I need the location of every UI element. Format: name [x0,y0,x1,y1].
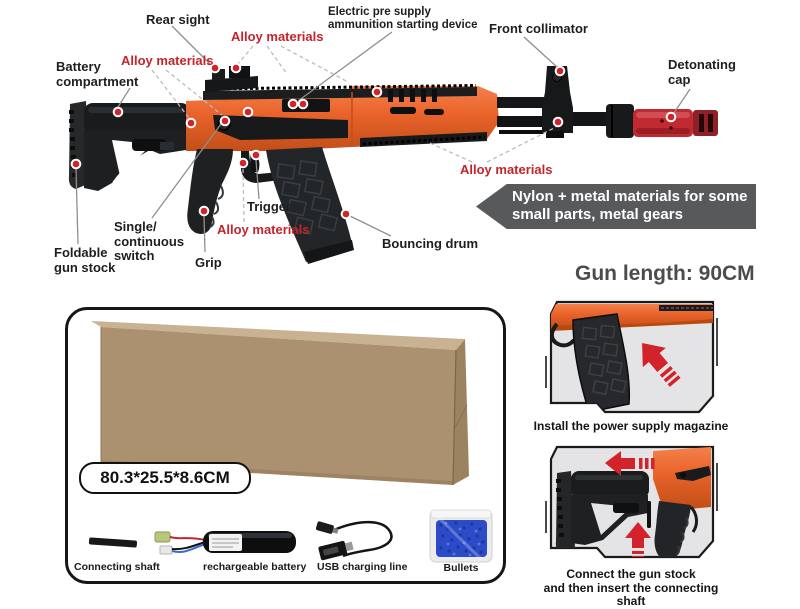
caption-connect-stock: Connect the gun stock and then insert th… [543,567,719,608]
gun-illustration [68,25,718,264]
foldable-stock-graphic [68,101,197,191]
shaft-icon [647,501,651,528]
label-switch: Single/ continuous switch [114,219,185,263]
install-arrow-icon [642,342,681,387]
label-foldable-stock: Foldable gun stock [54,245,116,275]
leader-lines-dashed [151,45,557,223]
battery-graphic [154,531,296,555]
label-alloy-materials-barrel: Alloy materials [460,162,553,177]
item-label-connecting-shaft: Connecting shaft [74,561,160,573]
connect-arrow-left-icon [605,451,655,476]
leader-lines [75,25,691,253]
label-rear-sight: Rear sight [146,12,210,27]
box-dimensions-badge: 80.3*25.5*8.6CM [79,462,251,494]
instruction-box-stock [543,445,719,565]
label-bouncing-drum: Bouncing drum [382,236,479,251]
bullets-bag-graphic [429,509,493,563]
label-electric-device: Electric pre supply ammunition starting … [328,6,478,31]
label-alloy-materials-trigger: Alloy materials [217,222,310,237]
gun-length-text: Gun length: 90CM [575,262,755,285]
magazine-graphic [266,147,354,264]
grip-graphic [187,149,233,234]
label-trigger: Trigger [247,199,292,214]
materials-banner: Nylon + metal materials for some small p… [476,184,756,229]
trigger-guard-icon [551,322,576,348]
callout-marker-dots [70,62,677,220]
label-alloy-materials-left: Alloy materials [121,53,214,68]
item-label-bullets: Bullets [443,562,479,574]
label-grip: Grip [195,255,222,270]
package-contents-panel: 80.3*25.5*8.6CM Connecting shaft recharg… [65,307,506,584]
package-graphics [88,321,493,563]
item-label-rechargeable-battery: rechargeable battery [203,561,307,573]
insert-arrow-up-icon [625,522,651,557]
item-label-usb-charging-line: USB charging line [317,561,408,573]
stock-icon [555,471,649,553]
usb-cable-graphic [315,520,393,561]
label-battery-compartment: Battery compartment [56,59,139,89]
label-alloy-materials-top: Alloy materials [231,29,324,44]
barrel-graphic [497,66,718,138]
caption-install-magazine: Install the power supply magazine [533,419,729,433]
instruction-box-magazine [543,300,719,420]
receiver-graphic [186,66,499,151]
receiver-grip-icon [653,447,711,557]
label-front-collimator: Front collimator [489,21,588,36]
label-detonating-cap: Detonating cap [668,57,736,87]
connecting-shaft-graphic [88,537,138,548]
carton-box-graphic [91,321,469,486]
